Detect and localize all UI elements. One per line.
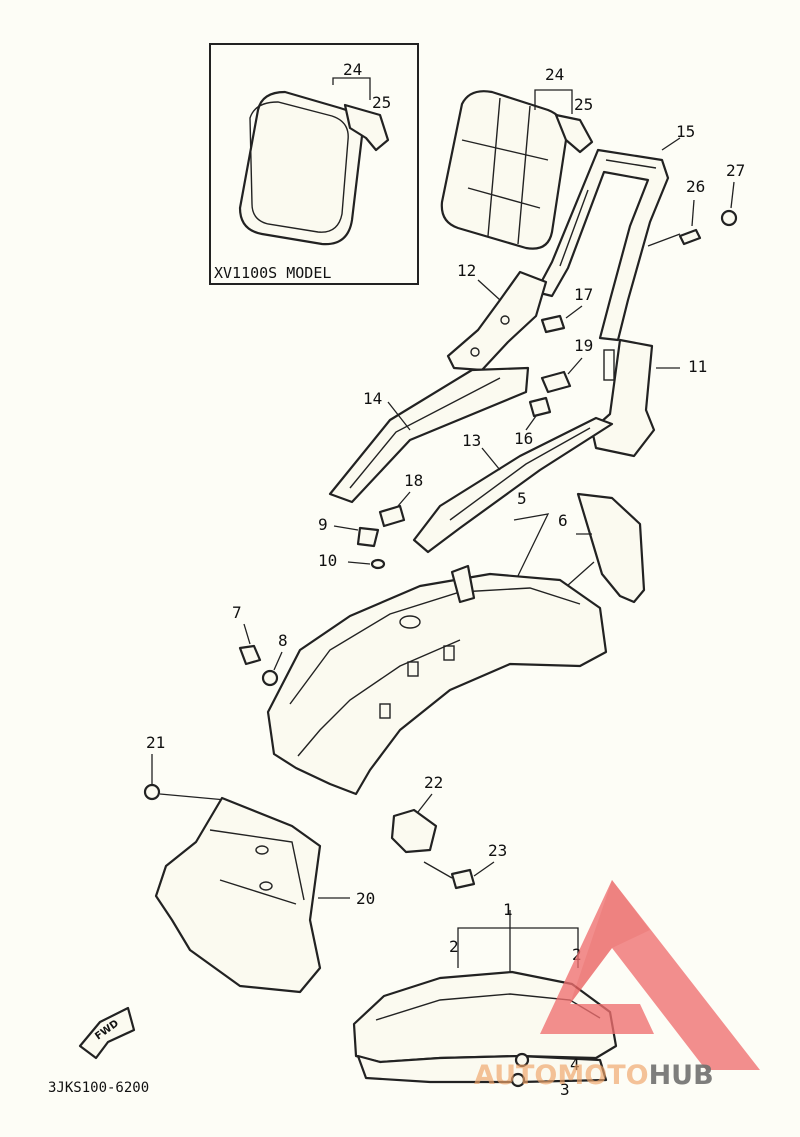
bolt-16: 16 <box>514 396 552 448</box>
drawing-code: 3JKS100-6200 <box>48 1080 149 1096</box>
bolt-18: 18 <box>378 471 423 528</box>
callout-22: 22 <box>424 773 443 792</box>
watermark-text-moto: MOTO <box>557 1060 648 1091</box>
rear-fender <box>266 564 608 796</box>
watermark-logo: AUTOMOTOHUB <box>474 880 760 1091</box>
callout-6: 6 <box>558 511 568 530</box>
stay-13: 13 <box>412 416 614 554</box>
callout-24: 24 <box>545 65 564 84</box>
callout-20: 20 <box>356 889 375 908</box>
inner-fender-20: 20 <box>154 796 375 994</box>
callout-8: 8 <box>278 631 288 650</box>
callout-24-inset: 24 <box>343 60 362 79</box>
stay-14: 14 <box>328 366 530 504</box>
callout-7: 7 <box>232 603 242 622</box>
callout-21: 21 <box>146 733 165 752</box>
inset-box: 24 25 XV1100S MODEL <box>209 43 419 285</box>
backrest-pad: 24 25 <box>440 65 593 250</box>
callout-26: 26 <box>686 177 705 196</box>
callout-11: 11 <box>688 357 707 376</box>
callout-27: 27 <box>726 161 745 180</box>
watermark-triangle-icon <box>540 880 760 1070</box>
callout-3: 3 <box>560 1080 570 1099</box>
callout-14: 14 <box>363 389 382 408</box>
bolt-17: 17 <box>540 285 593 334</box>
callout-16: 16 <box>514 429 533 448</box>
nut-27: 27 <box>720 161 745 227</box>
bolt-21: 21 <box>143 733 227 801</box>
nut-8: 8 <box>261 631 288 687</box>
callout-18: 18 <box>404 471 423 490</box>
callout-5: 5 <box>517 489 527 508</box>
bracket-22: 22 <box>390 773 443 854</box>
callout-1: 1 <box>503 900 513 919</box>
bolt-23: 23 <box>423 841 507 890</box>
inset-title: XV1100S MODEL <box>214 264 331 282</box>
callout-17: 17 <box>574 285 593 304</box>
svg-text:AUTOMOTOHUB: AUTOMOTOHUB <box>474 1060 714 1091</box>
inset-bracket <box>343 103 390 152</box>
callout-19: 19 <box>574 336 593 355</box>
sissy-bar-frame: 15 <box>534 122 695 342</box>
callout-13: 13 <box>462 431 481 450</box>
bolt-9: 9 <box>318 515 380 548</box>
bolt-26: 26 <box>678 177 705 246</box>
fwd-arrow-icon: FWD <box>78 1006 136 1060</box>
callout-9: 9 <box>318 515 328 534</box>
side-plate-right: 11 <box>590 338 707 458</box>
callout-2-left: 2 <box>449 937 459 956</box>
callout-12: 12 <box>457 261 476 280</box>
washer-10: 10 <box>318 551 386 570</box>
callout-23: 23 <box>488 841 507 860</box>
bolt-19: 19 <box>540 336 593 394</box>
side-plate-left: 12 <box>446 261 548 372</box>
watermark-text-auto: AUTO <box>474 1060 557 1091</box>
front-fender: 1 2 2 <box>352 900 618 1084</box>
callout-2-right: 2 <box>572 945 582 964</box>
callout-15: 15 <box>676 122 695 141</box>
callout-4: 4 <box>570 1055 580 1074</box>
callout-25-inset: 25 <box>372 93 391 112</box>
callout-10: 10 <box>318 551 337 570</box>
bolt-3-washer-4: 4 3 <box>510 1052 580 1099</box>
watermark-text-hub: HUB <box>649 1060 714 1091</box>
bolt-7: 7 <box>232 603 262 666</box>
inset-backrest-pad <box>238 90 364 246</box>
callout-25: 25 <box>574 95 593 114</box>
